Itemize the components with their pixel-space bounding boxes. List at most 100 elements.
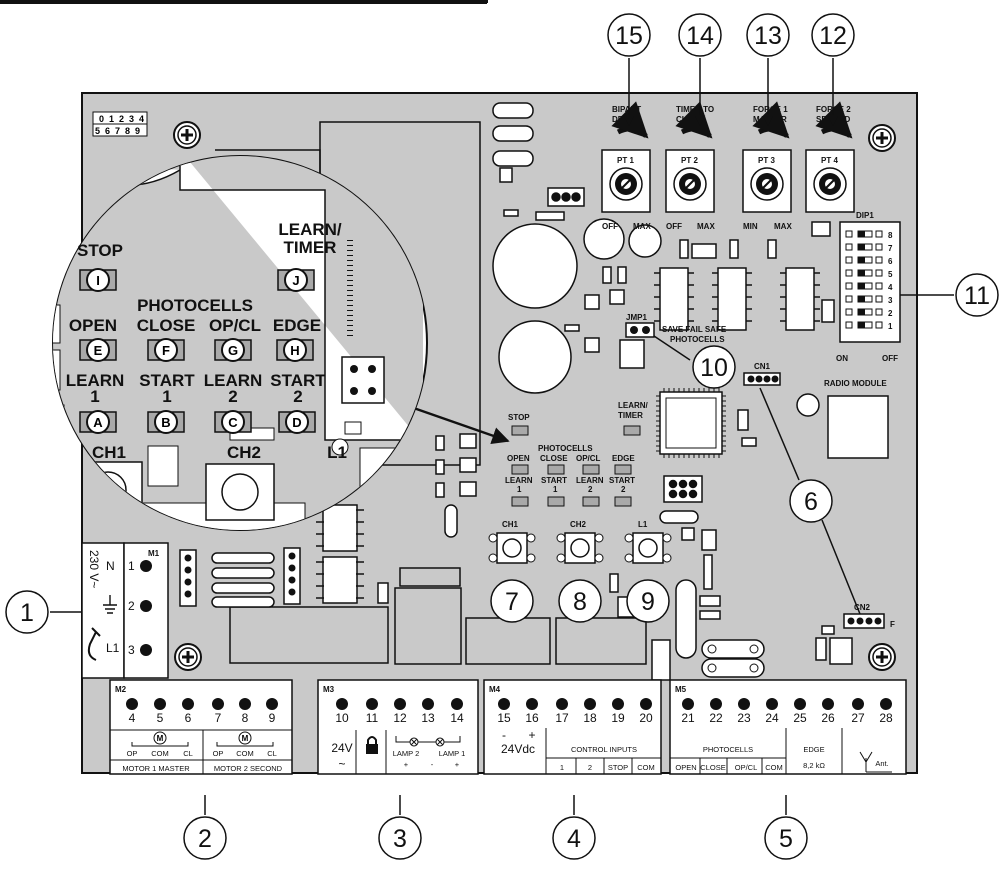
terminal-screw[interactable] xyxy=(738,698,750,710)
motor2-label: MOTOR 2 SECOND xyxy=(214,764,283,773)
svg-text:24Vdc: 24Vdc xyxy=(501,742,535,756)
terminal-number: 21 xyxy=(681,711,695,725)
terminal-screw[interactable] xyxy=(682,698,694,710)
callout-5: 5 xyxy=(764,816,808,860)
push-button-ch2[interactable]: CH2 xyxy=(556,520,604,564)
terminal-screw[interactable] xyxy=(794,698,806,710)
pot-id: PT 4 xyxy=(821,156,838,165)
terminal-screw[interactable] xyxy=(556,698,568,710)
zoom-led-h: H xyxy=(276,338,314,362)
terminal-screw[interactable] xyxy=(126,698,138,710)
grid-digit: 1 xyxy=(109,114,114,124)
callout-15: 15 xyxy=(607,13,651,57)
terminal-screw[interactable] xyxy=(422,698,434,710)
m2-pin-label: OP xyxy=(213,749,224,758)
svg-text:A: A xyxy=(93,415,103,430)
terminal-screw[interactable] xyxy=(336,698,348,710)
terminal-screw[interactable] xyxy=(154,698,166,710)
terminal-screw[interactable] xyxy=(526,698,538,710)
zoom-led-d: D xyxy=(278,410,316,434)
zoom-start2-label: START xyxy=(270,371,326,390)
zoom-learn2-num: 2 xyxy=(228,387,237,406)
terminal-screw[interactable] xyxy=(498,698,510,710)
terminal-screw[interactable] xyxy=(612,698,624,710)
terminal-number: 23 xyxy=(737,711,751,725)
terminal-screw[interactable] xyxy=(822,698,834,710)
zoom-led-g: G xyxy=(214,338,252,362)
terminal-number: 25 xyxy=(793,711,807,725)
svg-text:STOP: STOP xyxy=(508,413,530,422)
zoom-led-e: E xyxy=(79,338,117,362)
terminal-screw[interactable] xyxy=(451,698,463,710)
zoom-led-f: F xyxy=(147,338,185,362)
zoom-learn1-num: 1 xyxy=(90,387,99,406)
terminal-number: 14 xyxy=(450,711,464,725)
svg-text:CLOSE: CLOSE xyxy=(540,454,568,463)
terminal-number: 12 xyxy=(393,711,407,725)
svg-text:OP/CL: OP/CL xyxy=(735,763,758,772)
terminal-screw[interactable] xyxy=(366,698,378,710)
pot-min-label: MIN xyxy=(743,222,758,231)
terminal-screw[interactable] xyxy=(584,698,596,710)
jmp1-jumper[interactable]: JMP1 SAVE FAIL SAFE PHOTOCELLS xyxy=(625,313,727,344)
svg-text:+: + xyxy=(404,760,409,769)
terminal-screw[interactable] xyxy=(880,698,892,710)
terminal-screw[interactable] xyxy=(239,698,251,710)
terminal-screw[interactable] xyxy=(710,698,722,710)
callout-12: 12 xyxy=(811,13,855,57)
cn2-connector[interactable]: CN2 F xyxy=(843,603,895,629)
terminal-screw[interactable] xyxy=(212,698,224,710)
svg-text:OPEN: OPEN xyxy=(675,763,696,772)
terminal-screw[interactable] xyxy=(266,698,278,710)
callout-9: 9 xyxy=(626,579,670,623)
m5-terminal-title: M5 xyxy=(675,685,687,694)
zoom-opcl-label: OP/CL xyxy=(209,316,261,335)
callout-number: 4 xyxy=(567,825,581,853)
zoom-learn-timer-label-2: TIMER xyxy=(284,238,337,257)
button-label: L1 xyxy=(638,520,648,529)
terminal-number: 19 xyxy=(611,711,625,725)
svg-text:CONTROL INPUTS: CONTROL INPUTS xyxy=(571,745,637,754)
terminal-number: 27 xyxy=(851,711,865,725)
pot-min-label: OFF xyxy=(602,222,618,231)
cn1-connector[interactable]: CN1 xyxy=(743,362,781,386)
lock-icon-shackle xyxy=(367,736,377,744)
svg-text:2: 2 xyxy=(621,485,626,494)
zoom-stop-label: STOP xyxy=(77,241,123,260)
zoom-photocells-label: PHOTOCELLS xyxy=(137,296,253,315)
potentiometer-4[interactable]: FORCE 2SECONDPT 4 xyxy=(805,101,855,213)
callout-leader-line xyxy=(759,387,800,481)
zoom-ch2-label: CH2 xyxy=(227,443,261,462)
grid-digit: 8 xyxy=(125,126,130,136)
svg-text:2: 2 xyxy=(588,485,593,494)
zoom-led-j: J xyxy=(277,268,315,292)
button-label: CH2 xyxy=(570,520,587,529)
svg-text:COM: COM xyxy=(765,763,783,772)
svg-text:J: J xyxy=(292,273,299,288)
dip-number: 7 xyxy=(888,244,893,253)
radio-module-label: RADIO MODULE xyxy=(824,379,887,388)
callout-number: 8 xyxy=(573,588,587,616)
grid-digit: 0 xyxy=(99,114,104,124)
cn2-f-label: F xyxy=(890,620,895,629)
terminal-screw[interactable] xyxy=(182,698,194,710)
terminal-number: 9 xyxy=(269,711,276,725)
push-button-l1[interactable]: L1 xyxy=(624,520,672,564)
terminal-screw[interactable] xyxy=(640,698,652,710)
svg-text:M: M xyxy=(157,734,164,743)
svg-text:M1: M1 xyxy=(148,549,160,558)
terminal-screw[interactable] xyxy=(852,698,864,710)
terminal-number: 5 xyxy=(157,711,164,725)
antenna-icon xyxy=(859,751,892,773)
grid-digit: 2 xyxy=(119,114,124,124)
m2-pin-label: COM xyxy=(236,749,254,758)
terminal-number: 17 xyxy=(555,711,569,725)
push-button-ch1[interactable]: CH1 xyxy=(488,520,536,564)
terminal-screw[interactable] xyxy=(394,698,406,710)
terminal-screw[interactable] xyxy=(766,698,778,710)
